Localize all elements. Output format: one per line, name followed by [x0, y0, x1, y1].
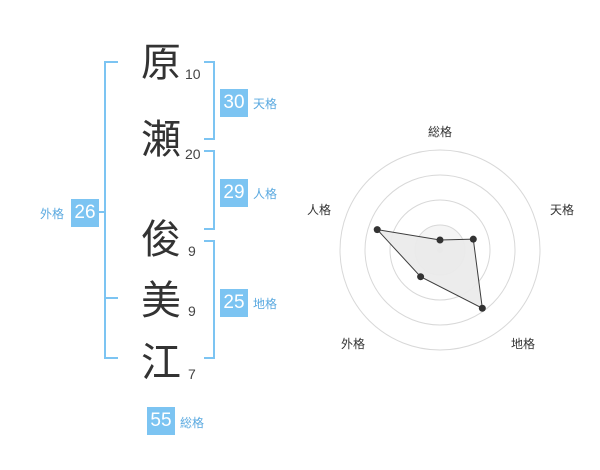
char-3: 俊	[141, 217, 181, 263]
tenkaku-bracket-top	[204, 61, 215, 63]
radar-points	[373, 226, 486, 312]
radar-ring	[389, 199, 491, 301]
axis-label-soukaku: 総格	[428, 125, 453, 139]
chikaku-bracket-top	[204, 240, 215, 242]
chikaku-bracket-vertical	[213, 240, 215, 359]
radar-data-polygon	[375, 228, 483, 310]
outer-bracket-top	[104, 61, 118, 63]
axis-label-jinkaku: 人格	[307, 203, 332, 217]
radar-point-5	[373, 226, 381, 234]
radar-point-2	[469, 235, 477, 243]
char-4-strokes: 9	[188, 303, 196, 319]
axis-label-tenkaku: 天格	[550, 203, 575, 217]
char-1: 原	[141, 40, 181, 86]
radar-point-4	[417, 273, 425, 281]
jinkaku-bracket-top	[204, 150, 215, 152]
gaikaku-value-badge: 26	[71, 199, 99, 227]
jinkaku-bracket-vertical	[213, 150, 215, 230]
axis-label-gaikaku: 外格	[341, 337, 366, 351]
outer-bracket-vertical	[104, 61, 106, 359]
outer-bracket-connector	[96, 211, 106, 213]
char-5-strokes: 7	[188, 366, 196, 382]
gaikaku-label: 外格	[40, 207, 65, 221]
tenkaku-label: 天格	[253, 97, 278, 111]
char-2: 瀬	[141, 117, 181, 163]
radar-ring	[364, 174, 516, 326]
jinkaku-label: 人格	[253, 187, 278, 201]
chikaku-bracket-bottom	[204, 357, 215, 359]
soukaku-label: 総格	[180, 416, 205, 430]
chikaku-value-badge: 25	[220, 289, 248, 317]
char-4: 美	[141, 278, 181, 324]
outer-bracket-mid	[104, 297, 118, 299]
chikaku-label: 地格	[253, 297, 278, 311]
soukaku-value-badge: 55	[147, 407, 175, 435]
radar-point-1	[436, 236, 444, 244]
radar-ring	[339, 149, 541, 351]
char-3-strokes: 9	[188, 243, 196, 259]
char-1-strokes: 10	[185, 66, 201, 82]
tenkaku-bracket-vertical	[213, 61, 215, 140]
outer-bracket-bottom	[104, 357, 118, 359]
char-5: 江	[141, 340, 181, 386]
char-2-strokes: 20	[185, 146, 201, 162]
radar-point-3	[478, 304, 486, 312]
jinkaku-value-badge: 29	[220, 179, 248, 207]
tenkaku-bracket-bottom	[204, 138, 215, 140]
tenkaku-value-badge: 30	[220, 89, 248, 117]
axis-label-chikaku: 地格	[511, 337, 536, 351]
jinkaku-bracket-bottom	[204, 228, 215, 230]
